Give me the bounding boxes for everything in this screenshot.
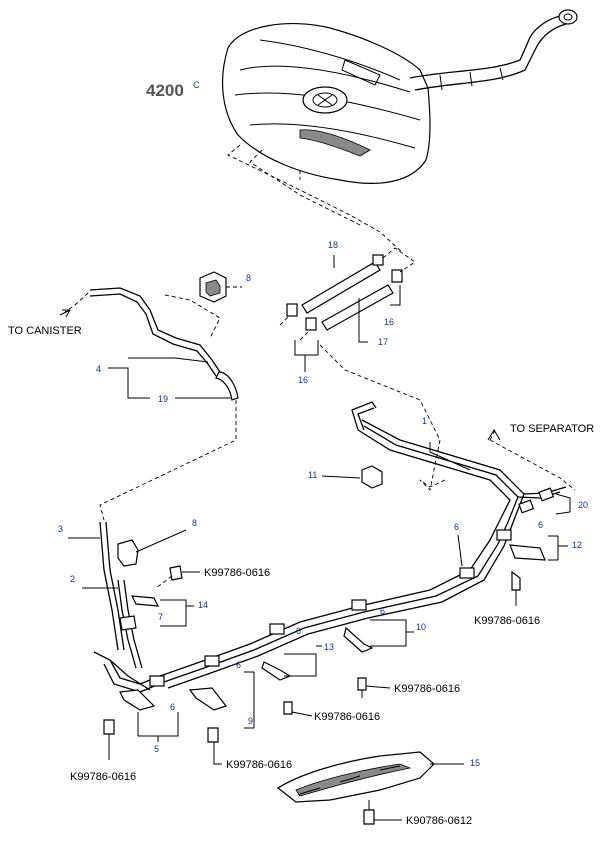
bracket-13 bbox=[261, 661, 292, 681]
fuel-tank bbox=[221, 9, 578, 184]
part-code-k99786-0616-mid: K99786-0616 bbox=[314, 711, 380, 723]
callout-6-b: 6 bbox=[454, 522, 459, 532]
protector-15 bbox=[276, 751, 435, 803]
callout-13: 13 bbox=[324, 642, 334, 652]
callout-6-e: 6 bbox=[236, 660, 241, 670]
callout-2: 2 bbox=[70, 574, 75, 584]
callout-7: 7 bbox=[158, 612, 163, 622]
part-code-k99786-0616-right: K99786-0616 bbox=[474, 615, 540, 627]
callout-15: 15 bbox=[470, 758, 480, 768]
main-fuel-pipe bbox=[103, 401, 567, 693]
callout-11: 11 bbox=[308, 470, 317, 480]
part-code-k99786-0616-lower: K99786-0616 bbox=[226, 759, 292, 771]
bracket-14 bbox=[119, 595, 160, 631]
callout-9: 9 bbox=[248, 716, 253, 726]
callout-10: 10 bbox=[416, 622, 426, 632]
callout-4: 4 bbox=[96, 364, 101, 374]
figure-number: 4200 bbox=[146, 81, 184, 100]
callout-16-b: 16 bbox=[298, 375, 308, 385]
figure-suffix: C bbox=[193, 80, 200, 90]
callout-14: 14 bbox=[198, 600, 208, 610]
callout-8-left: 8 bbox=[192, 518, 197, 528]
part-code-k99786-0616-left: K99786-0616 bbox=[70, 771, 136, 783]
callout-17: 17 bbox=[378, 337, 388, 347]
callout-6-c: 6 bbox=[380, 606, 385, 616]
callout-19: 19 bbox=[158, 394, 168, 404]
callout-20: 20 bbox=[578, 500, 588, 510]
to-canister-label: TO CANISTER bbox=[8, 325, 82, 337]
callout-6-f: 6 bbox=[170, 702, 175, 712]
part-code-k99786-0616-center: K99786-0616 bbox=[394, 683, 460, 695]
bracket-9 bbox=[188, 687, 227, 711]
callout-5: 5 bbox=[154, 744, 159, 754]
bracket-10 bbox=[343, 626, 374, 653]
callout-12: 12 bbox=[572, 540, 582, 550]
callout-8-top: 8 bbox=[246, 273, 251, 283]
callout-6-d: 6 bbox=[296, 626, 301, 636]
callout-6-a: 6 bbox=[538, 520, 543, 530]
callout-18: 18 bbox=[328, 240, 338, 250]
part-code-k99786-0616-upper-left: K99786-0616 bbox=[204, 567, 270, 579]
clip-8-left bbox=[117, 539, 139, 567]
to-separator-label: TO SEPARATOR bbox=[510, 423, 594, 435]
bracket-5 bbox=[119, 689, 156, 711]
clip-11 bbox=[361, 465, 383, 489]
clip-8-top bbox=[199, 271, 227, 303]
callout-16-a: 16 bbox=[384, 317, 394, 327]
callout-1: 1 bbox=[422, 416, 427, 426]
pipe-clamps bbox=[149, 529, 512, 687]
bracket-12 bbox=[509, 544, 546, 591]
separator-connectors bbox=[419, 479, 555, 514]
part-code-k90786-0612: K90786-0612 bbox=[406, 815, 472, 827]
upper-hoses bbox=[279, 247, 416, 341]
callout-3: 3 bbox=[58, 524, 63, 534]
canister-line bbox=[89, 287, 239, 401]
